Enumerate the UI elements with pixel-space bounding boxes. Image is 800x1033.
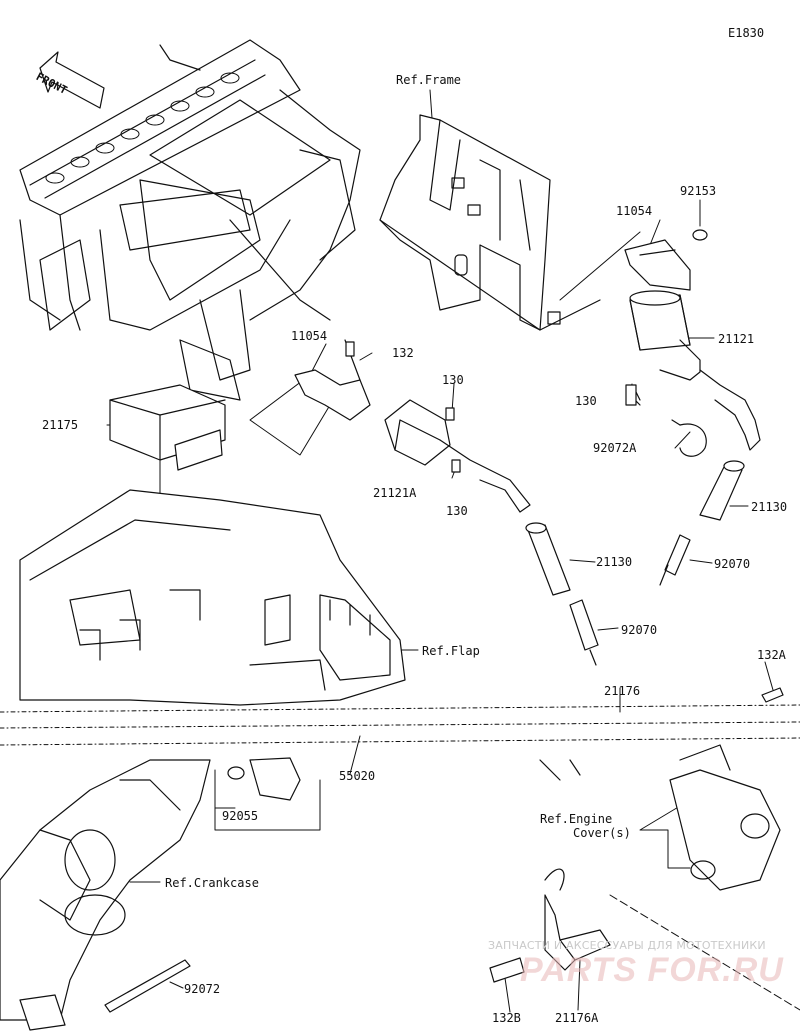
part-label-92153: 92153: [680, 184, 717, 198]
part-label-130-upper: 130: [442, 373, 464, 387]
diagram-code: E1830: [728, 26, 765, 40]
part-label-11054-left: 11054: [291, 329, 328, 343]
frame-bracket: [379, 114, 601, 331]
part-label-21130-left: 21130: [596, 555, 633, 569]
sensor-21176A: [544, 868, 611, 971]
part-label-21176: 21176: [604, 684, 641, 698]
ref-crankcase-label: Ref.Crankcase: [165, 876, 259, 890]
plug-cap-left: [525, 522, 571, 596]
part-label-21121: 21121: [718, 332, 755, 346]
part-label-11054-right: 11054: [616, 204, 653, 218]
part-label-130-lower: 130: [446, 504, 468, 518]
part-label-21175: 21175: [42, 418, 79, 432]
part-label-21176A: 21176A: [555, 1011, 599, 1025]
part-label-21130-right: 21130: [751, 500, 788, 514]
ignition-coil-left: [294, 339, 531, 513]
watermark-logo: PARTS FOR.RU: [520, 951, 784, 989]
frame-assembly: [19, 39, 361, 401]
ref-frame-label: Ref.Frame: [396, 73, 462, 87]
part-label-92070-right: 92070: [714, 557, 751, 571]
ref-flap-label: Ref.Flap: [422, 644, 480, 658]
plug-cap-right: [699, 460, 745, 521]
part-label-21121A: 21121A: [373, 486, 417, 500]
cable-tie: [104, 959, 191, 1013]
part-label-132: 132: [392, 346, 414, 360]
engine-cover: [539, 744, 781, 891]
part-label-92072A: 92072A: [593, 441, 637, 455]
part-label-92055: 92055: [222, 809, 259, 823]
part-label-132B: 132B: [492, 1011, 521, 1025]
flap-tray: [19, 489, 406, 706]
ref-engine-label: Ref.Engine: [540, 812, 613, 826]
watermark-tagline: ЗАПЧАСТИ И АКСЕССУАРЫ ДЛЯ МОТОТЕХНИКИ: [488, 939, 766, 952]
part-label-132A: 132A: [757, 648, 786, 662]
spark-plug-right: [659, 534, 691, 586]
ignition-coil-right: [624, 229, 761, 451]
reference-line: [609, 894, 800, 1011]
clamp-ring: [671, 419, 707, 457]
ref-cover-label: Cover(s): [573, 826, 631, 840]
part-label-55020: 55020: [339, 769, 376, 783]
connector: [19, 994, 66, 1031]
bolt-132B: [489, 957, 525, 983]
part-label-92072: 92072: [184, 982, 221, 996]
front-arrow-icon: [39, 51, 105, 109]
part-label-130-right: 130: [575, 394, 597, 408]
break-line: [0, 704, 800, 746]
spark-plug-left: [569, 599, 599, 666]
part-label-92070-left: 92070: [621, 623, 658, 637]
bolt-132A: [761, 687, 784, 703]
ecu-box: [109, 384, 226, 471]
crankcase-section: [0, 757, 301, 1021]
